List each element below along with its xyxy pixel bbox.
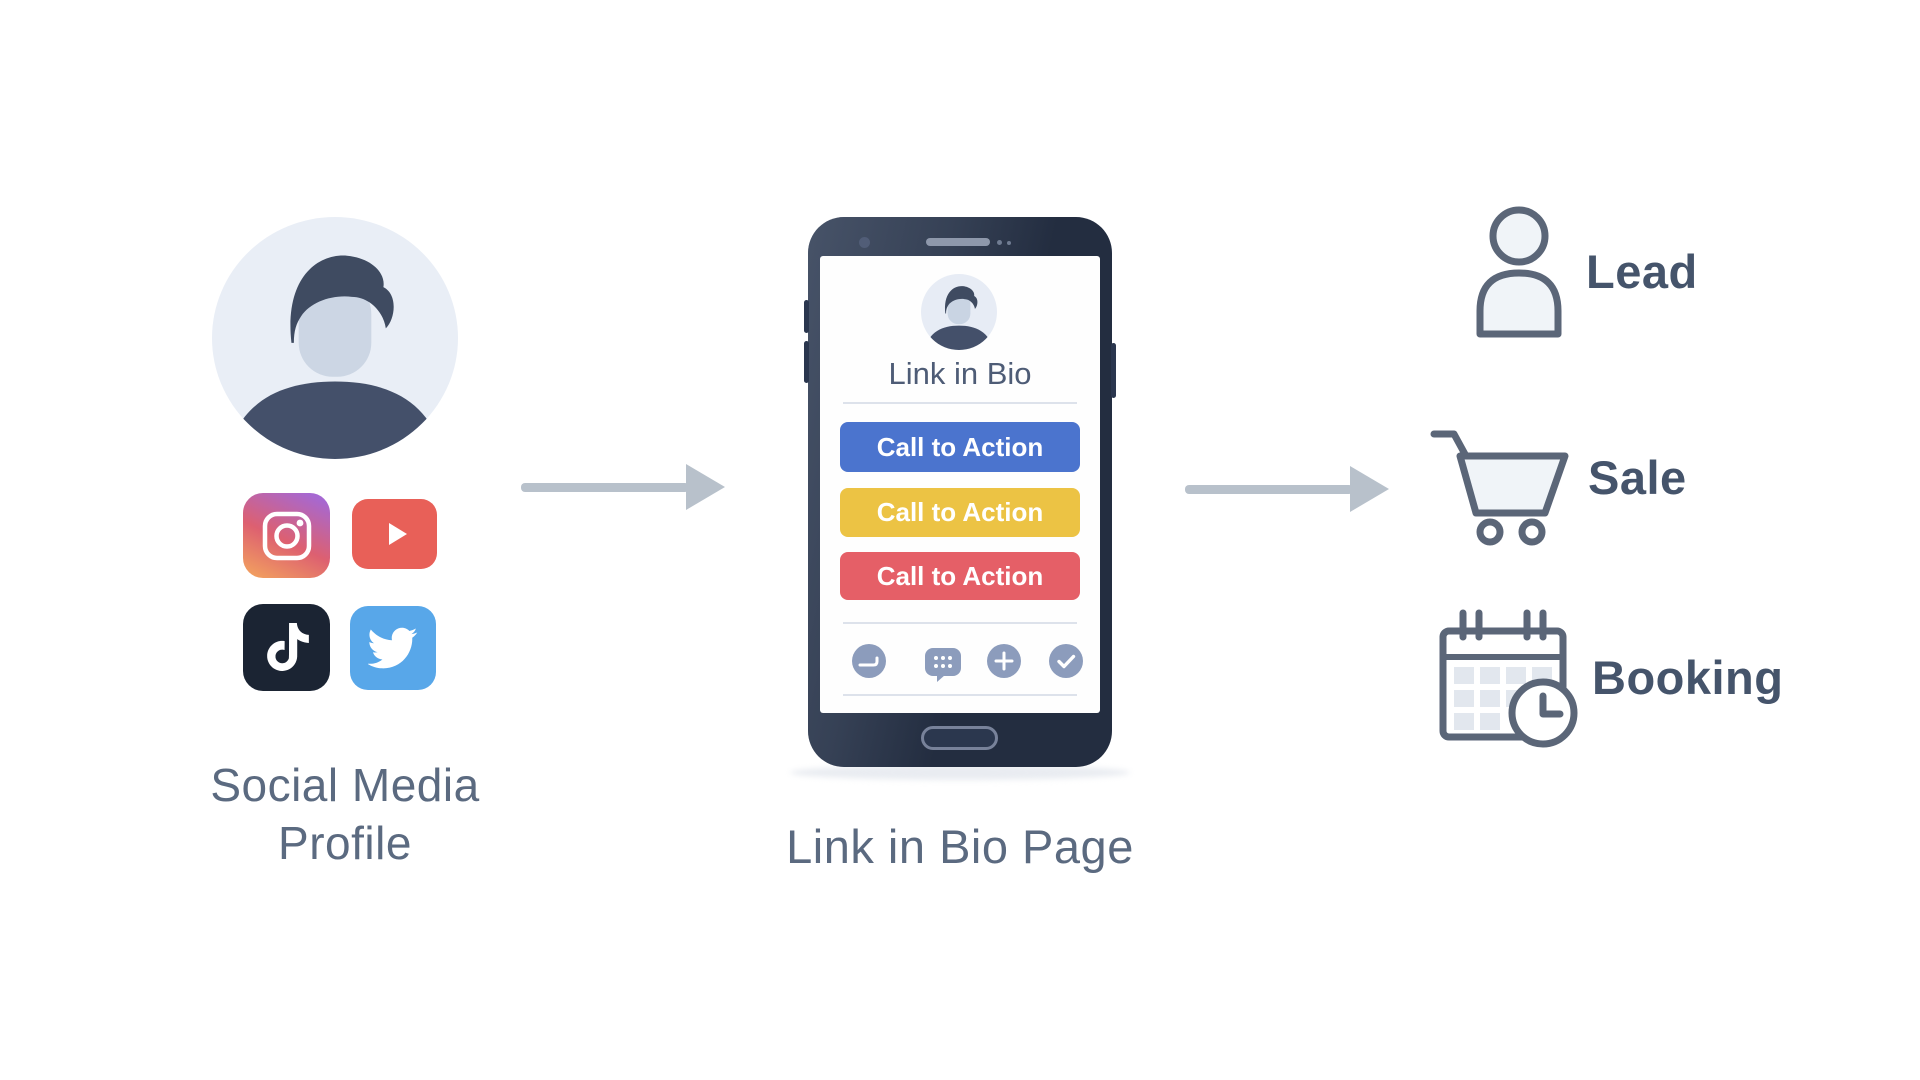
caption-line-2: Profile [278,817,412,869]
chat-dots-icon [924,645,962,688]
phone-body: Link in Bio Call to Action Call to Actio… [804,217,1116,767]
bio-avatar [921,274,997,350]
camera-dot [859,237,870,248]
power-button [1111,343,1116,398]
divider [843,402,1077,404]
cta-button-2: Call to Action [840,488,1080,537]
person-illustration-small [924,286,994,350]
cta-button-3: Call to Action [840,552,1080,600]
volume-button-2 [804,341,809,383]
plus-icon [987,644,1021,683]
phone-shadow [790,765,1130,780]
cart-icon [1428,418,1573,548]
tiktok-glyph [266,622,309,671]
sensor-dot-1 [997,240,1002,245]
phone-mockup: Link in Bio Call to Action Call to Actio… [804,217,1116,767]
caption-line-1: Social Media [210,759,480,811]
bio-page-title: Link in Bio [888,356,1032,391]
cta-label: Call to Action [876,431,1044,462]
twitter-icon [350,606,436,690]
play-glyph [388,523,407,545]
link-in-bio-caption: Link in Bio Page [786,820,1134,873]
home-button [921,726,998,750]
instagram-glyph [262,511,311,560]
arrow-left [519,455,729,517]
sensor-dot-2 [1007,241,1011,245]
profile-avatar [212,217,458,459]
phone-screen: Link in Bio Call to Action Call to Actio… [820,256,1100,713]
outcome-label-booking: Booking [1592,651,1784,704]
instagram-icon [243,493,330,578]
social-profile-caption: Social Media Profile [95,756,595,872]
arrow-right [1183,457,1393,519]
person-illustration [226,255,444,459]
outcome-label-sale: Sale [1588,451,1687,504]
calendar-clock-icon [1437,607,1587,749]
check-icon [1049,644,1083,683]
outcome-label-lead: Lead [1586,245,1698,298]
cta-label: Call to Action [876,497,1044,527]
tiktok-icon [243,604,330,691]
volume-button-1 [804,300,809,333]
cta-button-1: Call to Action [840,422,1080,472]
cta-label: Call to Action [876,560,1044,591]
divider [843,622,1077,624]
divider [843,694,1077,696]
youtube-icon [352,499,437,569]
person-icon [1472,203,1567,338]
speaker-bar [926,238,990,246]
twitter-bird-glyph [368,627,418,669]
phone-icon [852,644,886,683]
